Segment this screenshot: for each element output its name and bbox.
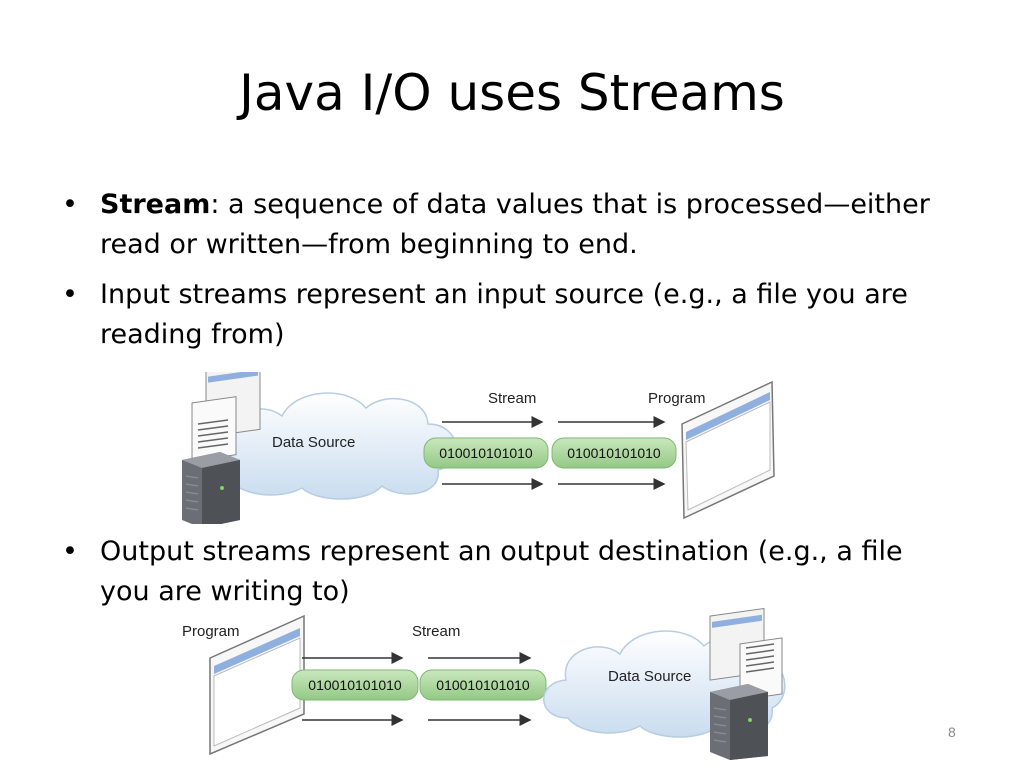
server-icon [182, 452, 240, 524]
packet-bits: 010010101010 [439, 445, 533, 461]
page-number: 8 [948, 724, 956, 740]
packet-bits: 010010101010 [436, 677, 530, 693]
bullet-stream-definition: • Stream: a sequence of data values that… [62, 185, 952, 265]
bold-term: Stream [100, 189, 211, 220]
output-stream-diagram: Program Stream 010010101010 010010101010… [182, 607, 786, 760]
bullet-marker: • [62, 189, 78, 220]
server-icon [710, 684, 768, 760]
data-packet: 010010101010 [423, 437, 549, 469]
bullet-body: : a sequence of data values that is proc… [100, 189, 930, 260]
arrow-icon [302, 652, 532, 726]
bullet-output-streams: • Output streams represent an output des… [62, 532, 952, 612]
data-packet: 010010101010 [419, 669, 547, 701]
program-label: Program [648, 390, 706, 407]
data-packet: 010010101010 [551, 437, 677, 469]
arrow-icon [442, 416, 666, 490]
stream-label: Stream [488, 390, 536, 407]
bullet-input-streams: • Input streams represent an input sourc… [62, 275, 952, 355]
bullet-text: Stream: a sequence of data values that i… [100, 185, 952, 265]
bullet-text: Input streams represent an input source … [100, 279, 908, 350]
bullet-marker: • [62, 536, 78, 567]
program-window-icon [209, 614, 305, 756]
bullet-marker: • [62, 279, 78, 310]
data-packet: 010010101010 [291, 669, 419, 701]
bullet-text: Output streams represent an output desti… [100, 536, 903, 607]
stream-label: Stream [412, 623, 460, 640]
document-icon [709, 607, 783, 701]
packet-bits: 010010101010 [567, 445, 661, 461]
input-stream-diagram: Data Source Stream Program [182, 372, 775, 524]
program-window-icon [681, 380, 775, 520]
slide-title: Java I/O uses Streams [239, 64, 785, 122]
data-destination-label: Data Source [608, 668, 691, 685]
packet-bits: 010010101010 [308, 677, 402, 693]
document-icon [191, 372, 261, 462]
program-label: Program [182, 623, 240, 640]
data-source-label: Data Source [272, 434, 355, 451]
